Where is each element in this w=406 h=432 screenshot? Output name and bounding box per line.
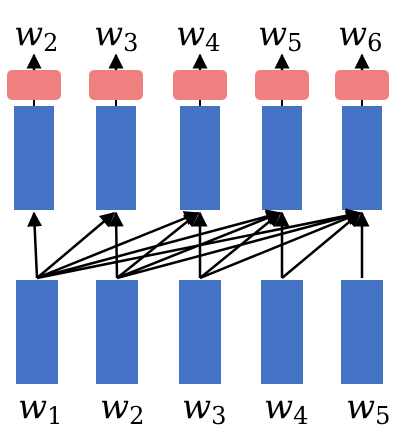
- lower-blocks: [16, 280, 383, 384]
- input-label-4: w4: [264, 387, 308, 430]
- arrow-2-4: [116, 211, 282, 280]
- lower-block-5: [341, 280, 383, 384]
- upper-blocks: [14, 106, 382, 210]
- arrow-1-1: [27, 211, 43, 279]
- input-label-2: w2: [100, 387, 144, 430]
- upper-block-2: [96, 106, 136, 210]
- output-box-5: [335, 70, 389, 100]
- arrow-3-5: [199, 211, 362, 280]
- output-labels: w2 w3 w4 w5 w6: [14, 14, 382, 57]
- upper-block-4: [262, 106, 302, 210]
- connection-arrows: [27, 208, 370, 280]
- output-connectors: [33, 100, 363, 106]
- upper-block-1: [14, 106, 54, 210]
- lower-block-1: [16, 280, 58, 384]
- arrow-3-4: [199, 212, 282, 279]
- output-arrows: [26, 53, 370, 70]
- lower-block-2: [96, 280, 138, 384]
- arrow-2-2: [108, 211, 124, 279]
- output-box-1: [7, 70, 61, 100]
- arrow-1-2: [36, 212, 116, 279]
- input-labels: w1 w2 w3 w4 w5: [18, 387, 390, 430]
- arrow-2-3: [116, 212, 200, 279]
- output-label-3: w4: [176, 14, 220, 57]
- input-label-1: w1: [18, 387, 62, 430]
- upper-block-3: [180, 106, 220, 210]
- arrow-4-5: [281, 212, 362, 279]
- output-box-2: [89, 70, 143, 100]
- lower-block-4: [261, 280, 303, 384]
- output-label-2: w3: [94, 14, 138, 57]
- output-label-4: w5: [258, 14, 302, 57]
- input-label-5: w5: [346, 387, 390, 430]
- output-label-5: w6: [338, 14, 382, 57]
- output-box-3: [173, 70, 227, 100]
- output-box-4: [255, 70, 309, 100]
- upper-block-5: [342, 106, 382, 210]
- output-boxes: [7, 70, 389, 100]
- output-label-1: w2: [14, 14, 58, 57]
- input-label-3: w3: [182, 387, 226, 430]
- lower-block-3: [179, 280, 221, 384]
